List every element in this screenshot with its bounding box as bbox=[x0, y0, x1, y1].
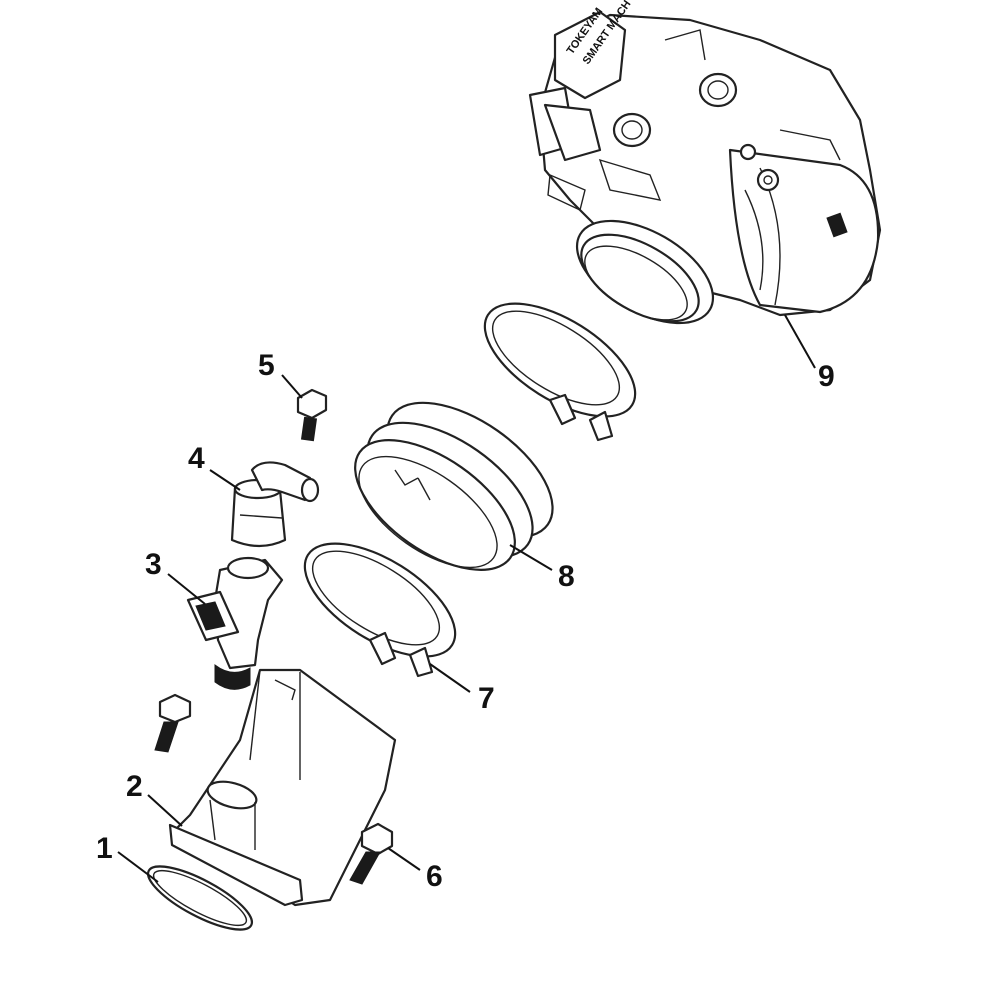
leader-line-1 bbox=[117, 851, 159, 883]
callout-4: 4 bbox=[188, 442, 205, 475]
leader-line-2 bbox=[147, 794, 183, 827]
leader-line-7 bbox=[429, 663, 471, 693]
leader-line-3 bbox=[167, 573, 206, 605]
intake-manifold-part-2 bbox=[168, 668, 397, 907]
callout-7: 7 bbox=[478, 682, 495, 715]
leader-line-8 bbox=[509, 544, 553, 571]
callout-3: 3 bbox=[145, 548, 162, 581]
throttle-body-part-9: TOKEYAM SMART MACH bbox=[528, 0, 882, 325]
callout-9: 9 bbox=[818, 360, 835, 393]
leader-line-5 bbox=[281, 374, 303, 399]
intake-boot-part-8 bbox=[354, 401, 554, 571]
bolt-part-5 bbox=[296, 388, 328, 442]
hose-clamp-part-7 bbox=[303, 542, 457, 678]
leader-line-9 bbox=[784, 314, 816, 369]
callout-6: 6 bbox=[426, 860, 443, 893]
elbow-fitting-part-4 bbox=[230, 461, 320, 548]
bolt-part-6 bbox=[349, 822, 394, 885]
oring-gasket-part-1 bbox=[146, 865, 254, 931]
leader-line-4 bbox=[209, 469, 241, 491]
hose-clamp-upper bbox=[483, 302, 637, 442]
leader-line-6 bbox=[387, 847, 421, 871]
callout-5: 5 bbox=[258, 349, 275, 382]
fuel-injector-part-3 bbox=[186, 556, 284, 690]
callout-2: 2 bbox=[126, 770, 143, 803]
callout-8: 8 bbox=[558, 560, 575, 593]
bolt-left bbox=[154, 693, 192, 753]
callout-1: 1 bbox=[96, 832, 113, 865]
